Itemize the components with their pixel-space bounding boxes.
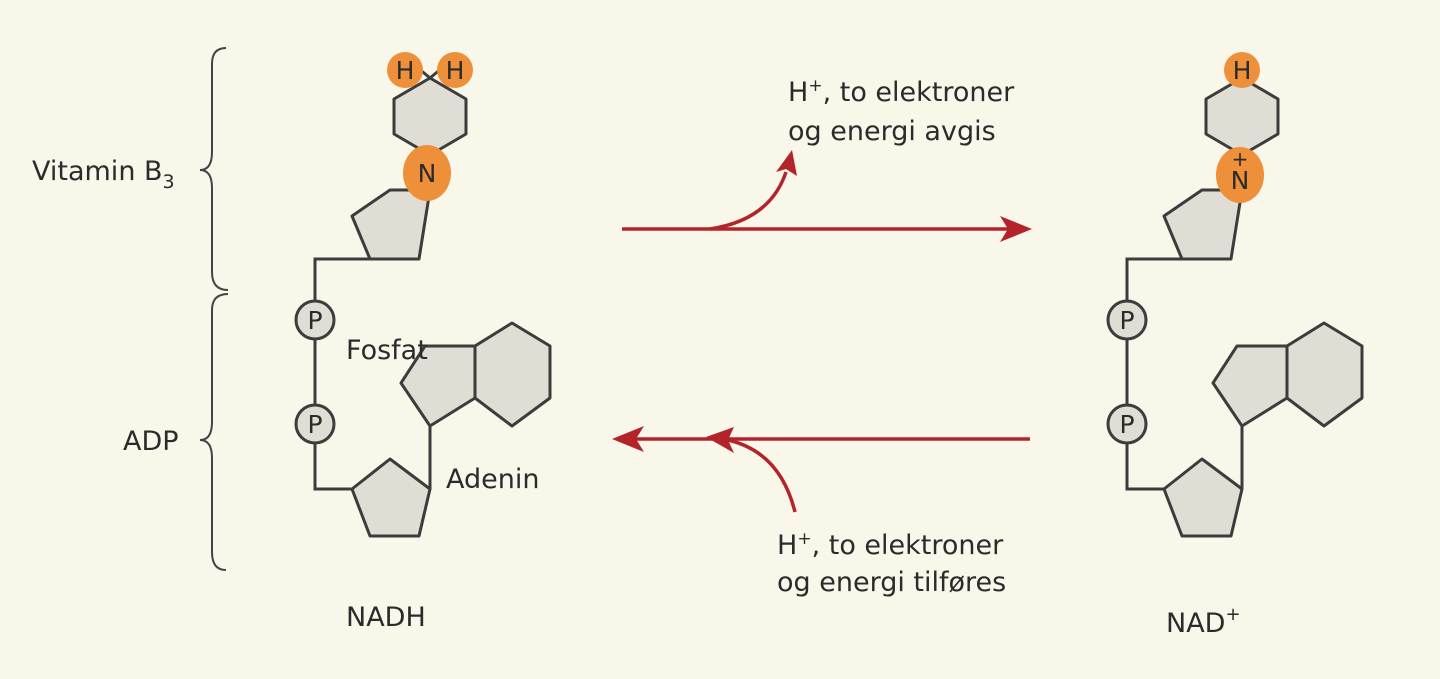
adp-label: ADP — [123, 426, 179, 457]
phosphate-label: P — [307, 306, 322, 335]
vitamin-b3-brace — [199, 47, 229, 291]
hydrogen-label: H — [446, 56, 465, 85]
nad-plus-label: NAD+ — [1166, 604, 1241, 639]
hydrogen-label: H — [396, 56, 415, 85]
nadh-molecule: H H N P P — [294, 52, 552, 538]
adp-brace — [199, 293, 229, 571]
reverse-arrow-line2: og energi tilføres — [777, 567, 1006, 598]
phosphate-label: P — [1119, 306, 1134, 335]
nadh-label: NADH — [346, 602, 426, 633]
reverse-arrow-line1: H+, to elektroner — [777, 529, 1004, 561]
phosphate-label: P — [1119, 410, 1134, 439]
hydrogen-atom — [1224, 52, 1260, 88]
hydrogen-atom — [437, 52, 473, 88]
phosphate-label: P — [307, 410, 322, 439]
hydrogen-atom — [387, 52, 423, 88]
forward-arrow-line2: og energi avgis — [788, 116, 996, 147]
nitrogen-label: N — [418, 159, 437, 188]
nitrogen-atom — [403, 145, 451, 201]
charge-plus-label: + — [1232, 147, 1249, 171]
vitamin-b3-label: Vitamin B3 — [32, 156, 175, 193]
reverse-reaction-arrow — [612, 426, 1030, 513]
fosfat-label: Fosfat — [346, 335, 428, 366]
nitrogen-atom — [1216, 147, 1264, 203]
nad-plus-molecule: H N + P P — [1106, 52, 1364, 538]
forward-arrow-line1: H+, to elektroner — [788, 76, 1015, 108]
forward-reaction-arrow — [622, 150, 1032, 242]
nitrogen-label: N — [1231, 166, 1250, 195]
adenin-label: Adenin — [446, 464, 539, 495]
hydrogen-label: H — [1233, 56, 1252, 85]
